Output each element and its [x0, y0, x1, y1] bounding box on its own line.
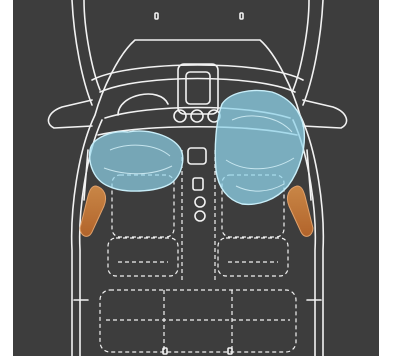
driver-front-airbag-icon — [90, 131, 183, 191]
car-outline-icon — [48, 0, 346, 356]
right-side-airbag-icon — [287, 186, 313, 236]
passenger-front-airbag-icon — [215, 91, 304, 205]
